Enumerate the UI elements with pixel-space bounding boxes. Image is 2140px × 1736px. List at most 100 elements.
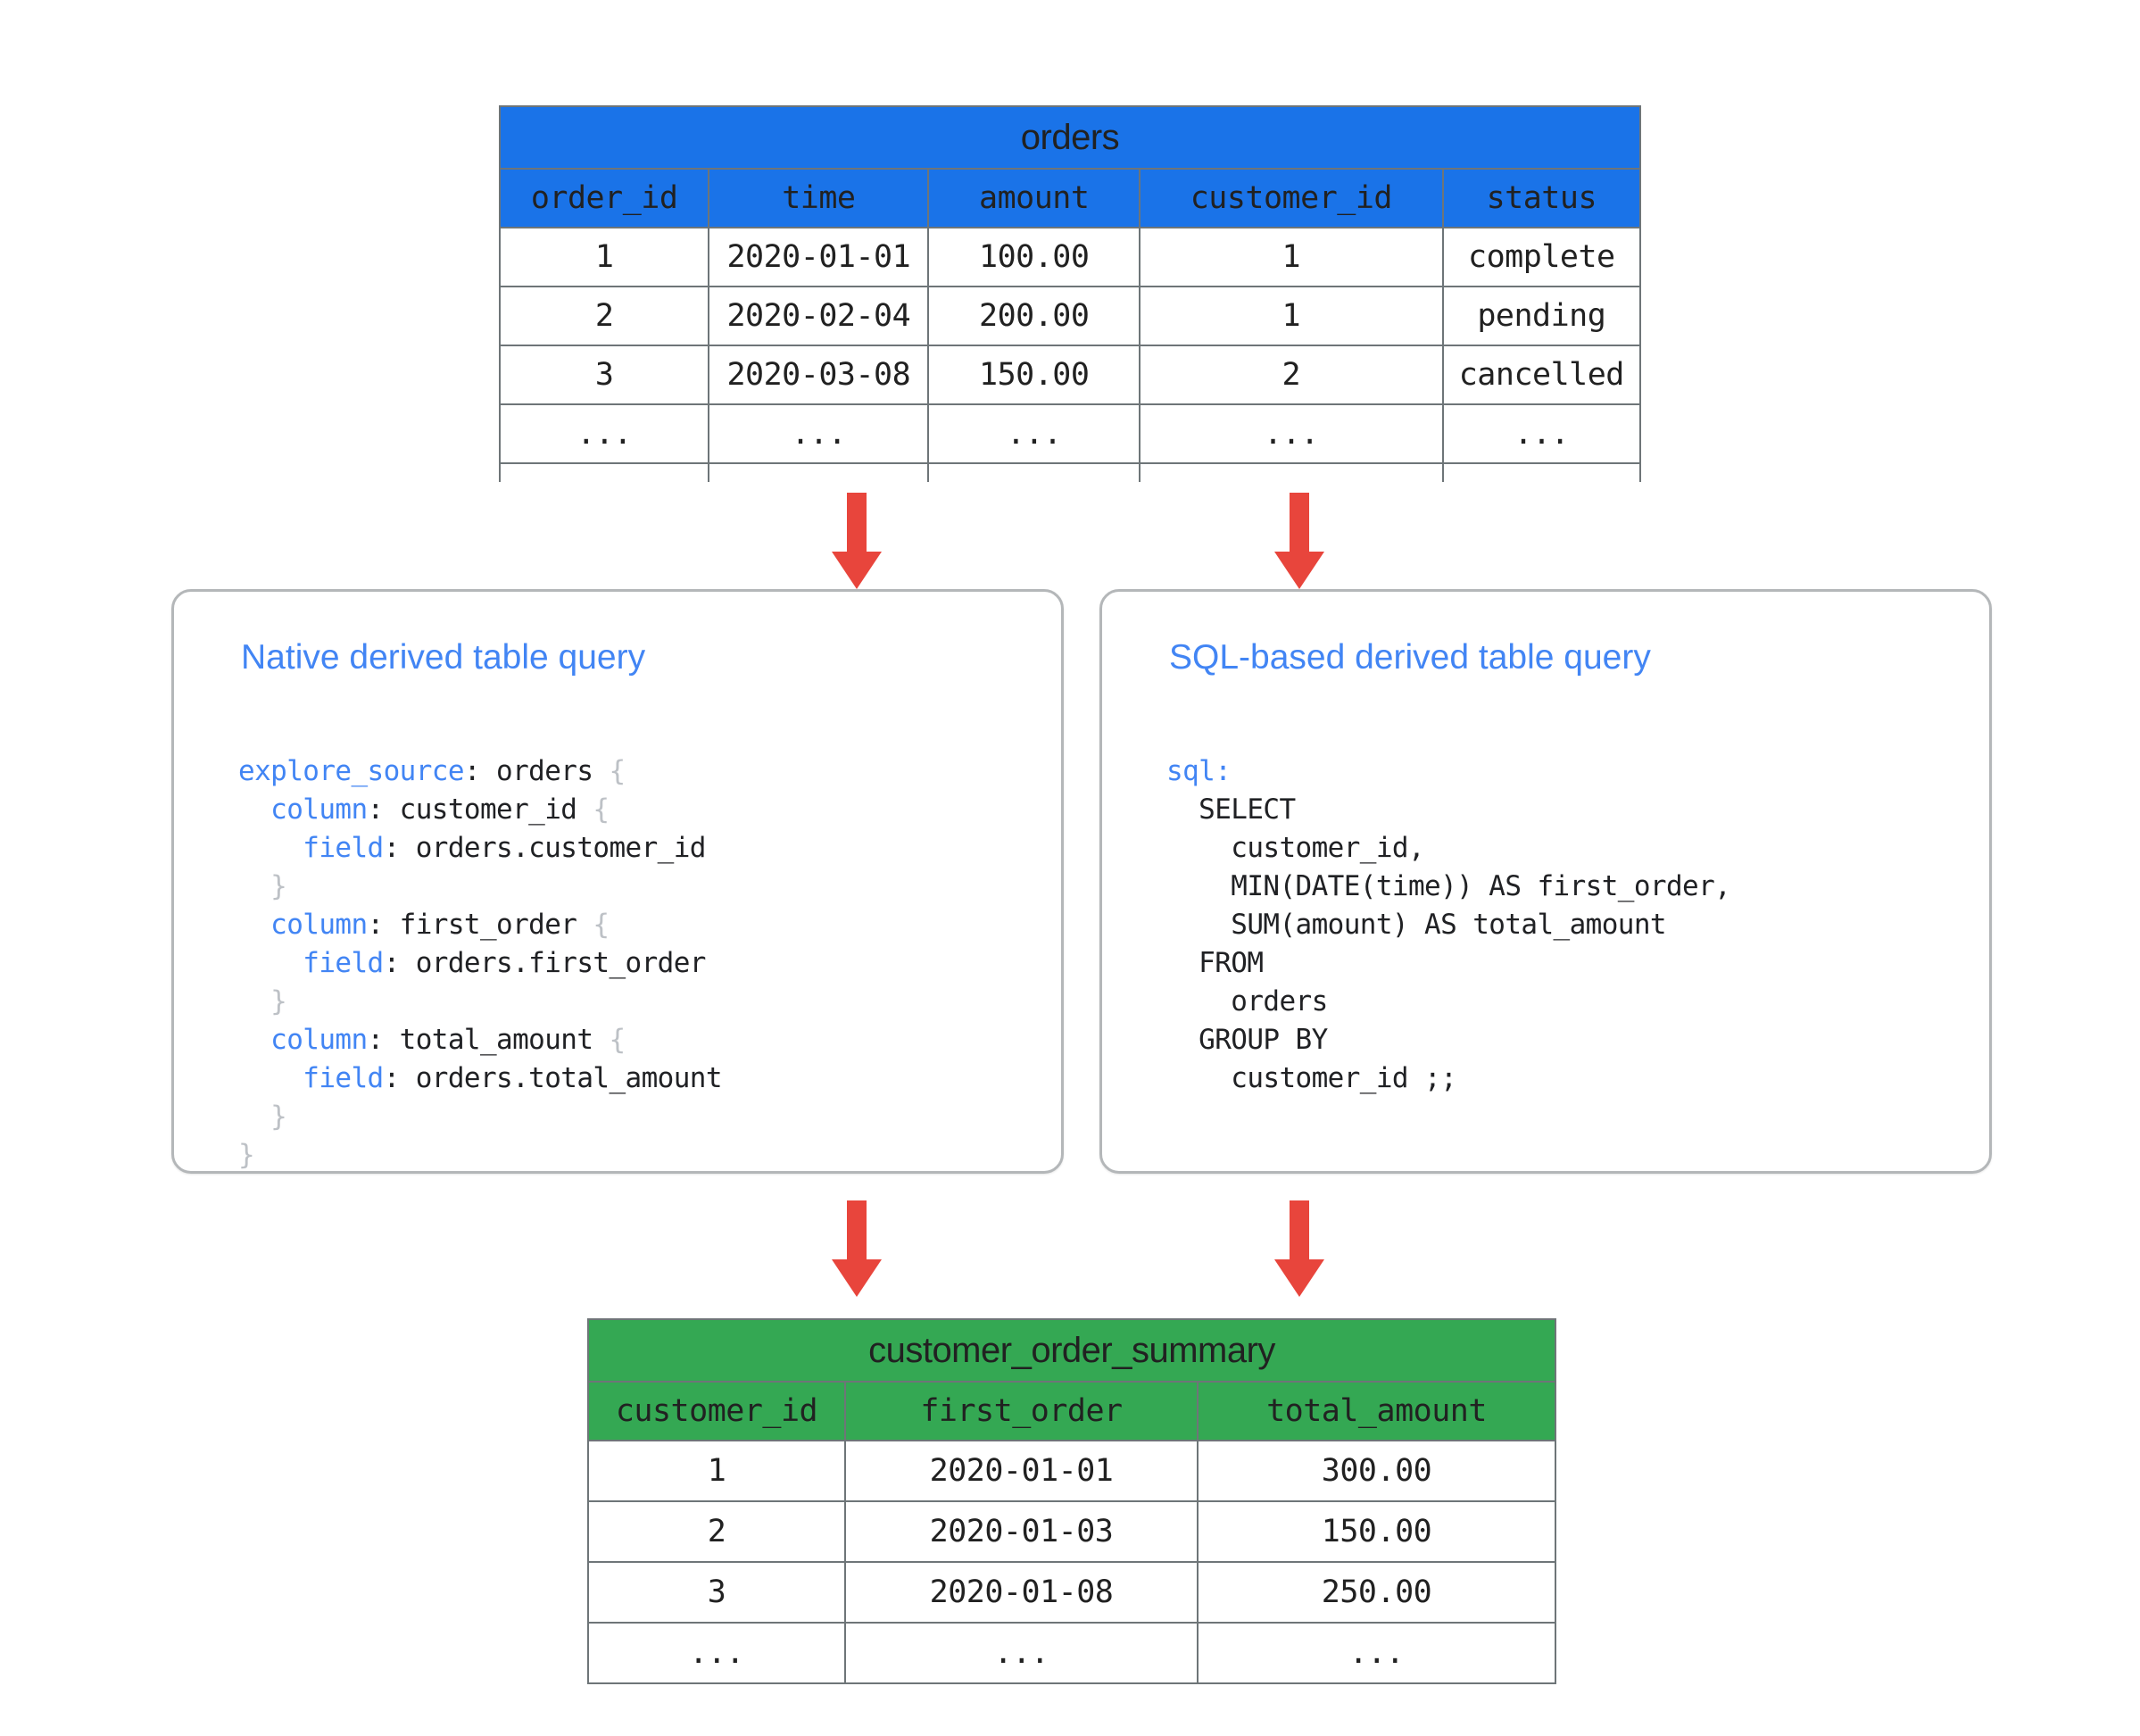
summary-cell: 150.00 (1197, 1500, 1556, 1563)
summary-table-title: customer_order_summary (587, 1318, 1556, 1383)
orders-cell: 2020-01-01 (708, 227, 930, 287)
table-row: 2 2020-02-04 200.00 1 pending (498, 286, 1642, 346)
code-token: { (609, 1024, 626, 1056)
code-token (238, 1101, 270, 1133)
arrow-shaft (847, 1200, 867, 1259)
code-token: SELECT (1166, 793, 1296, 826)
orders-cell: complete (1441, 227, 1642, 287)
code-token: MIN(DATE(time)) AS first_order, (1166, 870, 1731, 902)
code-token (238, 832, 303, 864)
code-token (238, 909, 270, 941)
table-row-ellipsis: ... ... ... (587, 1622, 1556, 1684)
summary-cell: ... (844, 1622, 1199, 1684)
orders-column-header-amount: amount (927, 168, 1141, 228)
arrow-head (832, 1259, 882, 1297)
code-token: explore_source (238, 755, 464, 787)
sql-derived-table-card: SQL-based derived table query sql: SELEC… (1099, 589, 1992, 1174)
orders-cell: 2020-03-08 (708, 345, 930, 405)
orders-table: orders order_id time amount customer_id … (498, 105, 1642, 482)
table-row: 3 2020-01-08 250.00 (587, 1561, 1556, 1624)
summary-cell: 2020-01-01 (844, 1440, 1199, 1502)
orders-cell: ... (1441, 403, 1642, 464)
table-row-ellipsis: ... ... ... ... ... (498, 403, 1642, 464)
code-token (238, 1062, 303, 1094)
code-token: } (270, 985, 287, 1018)
orders-cell: 1 (498, 227, 710, 287)
code-token: field (303, 947, 384, 979)
arrow-shaft (847, 493, 867, 552)
code-token: : first_order (367, 909, 593, 941)
arrow-down-icon-native-to-summary (832, 1200, 882, 1297)
code-token: column (270, 1024, 368, 1056)
code-token (238, 793, 270, 826)
code-token: } (270, 870, 287, 902)
orders-cell (498, 462, 710, 482)
code-token: FROM (1166, 947, 1264, 979)
orders-cell: 1 (1139, 227, 1444, 287)
customer-order-summary-table: customer_order_summary customer_id first… (587, 1318, 1556, 1684)
arrow-down-icon-orders-to-sql (1274, 493, 1324, 589)
code-token: SUM(amount) AS total_amount (1166, 909, 1666, 941)
orders-cell: ... (498, 403, 710, 464)
code-token: : orders.total_amount (383, 1062, 723, 1094)
summary-cell: 250.00 (1197, 1561, 1556, 1624)
code-token: field (303, 832, 384, 864)
code-token: } (270, 1101, 287, 1133)
summary-table-title-row: customer_order_summary (587, 1318, 1556, 1383)
orders-cell: 3 (498, 345, 710, 405)
orders-column-header-time: time (708, 168, 930, 228)
orders-cell: 150.00 (927, 345, 1141, 405)
native-code-block: explore_source: orders { column: custome… (238, 752, 723, 1175)
orders-cell: 2 (498, 286, 710, 346)
summary-cell: 2 (587, 1500, 846, 1563)
code-token: orders (1166, 985, 1328, 1018)
code-token: : customer_id (367, 793, 593, 826)
orders-table-header-row: order_id time amount customer_id status (498, 168, 1642, 228)
orders-cell: 2020-02-04 (708, 286, 930, 346)
summary-cell: ... (587, 1622, 846, 1684)
arrow-down-icon-orders-to-native (832, 493, 882, 589)
orders-table-title-row: orders (499, 105, 1641, 170)
orders-cell: 100.00 (927, 227, 1141, 287)
code-token (238, 870, 270, 902)
orders-cell: pending (1441, 286, 1642, 346)
table-row-truncated (498, 462, 1642, 482)
summary-column-header-customer-id: customer_id (587, 1381, 846, 1441)
orders-cell: 200.00 (927, 286, 1141, 346)
arrow-head (1274, 1259, 1324, 1297)
code-token: sql: (1166, 755, 1232, 787)
code-token: field (303, 1062, 384, 1094)
native-card-title: Native derived table query (241, 638, 646, 677)
sql-code-block: sql: SELECT customer_id, MIN(DATE(time))… (1166, 752, 1731, 1098)
table-row: 1 2020-01-01 300.00 (587, 1440, 1556, 1502)
code-token: column (270, 793, 368, 826)
arrow-head (1274, 552, 1324, 589)
orders-cell: cancelled (1441, 345, 1642, 405)
summary-cell: 1 (587, 1440, 846, 1502)
code-token: : total_amount (367, 1024, 610, 1056)
orders-column-header-customer-id: customer_id (1139, 168, 1444, 228)
summary-cell: ... (1197, 1622, 1556, 1684)
code-token: } (238, 1139, 255, 1171)
code-token: : orders.first_order (383, 947, 707, 979)
orders-table-title: orders (499, 105, 1641, 170)
code-token: GROUP BY (1166, 1024, 1328, 1056)
native-derived-table-card: Native derived table query explore_sourc… (171, 589, 1064, 1174)
orders-cell (927, 462, 1141, 482)
summary-cell: 2020-01-08 (844, 1561, 1199, 1624)
code-token: column (270, 909, 368, 941)
code-token: { (593, 793, 610, 826)
code-token: : orders.customer_id (383, 832, 707, 864)
code-token: { (593, 909, 610, 941)
summary-table-body: 1 2020-01-01 300.00 2 2020-01-03 150.00 … (587, 1440, 1556, 1684)
summary-column-header-total-amount: total_amount (1197, 1381, 1556, 1441)
summary-column-header-first-order: first_order (844, 1381, 1199, 1441)
arrow-down-icon-sql-to-summary (1274, 1200, 1324, 1297)
orders-table-clip: orders order_id time amount customer_id … (0, 0, 2140, 482)
table-row: 3 2020-03-08 150.00 2 cancelled (498, 345, 1642, 405)
table-row: 1 2020-01-01 100.00 1 complete (498, 227, 1642, 287)
sql-card-title: SQL-based derived table query (1169, 638, 1651, 677)
code-token (238, 985, 270, 1018)
code-token: customer_id ;; (1166, 1062, 1457, 1094)
summary-cell: 2020-01-03 (844, 1500, 1199, 1563)
